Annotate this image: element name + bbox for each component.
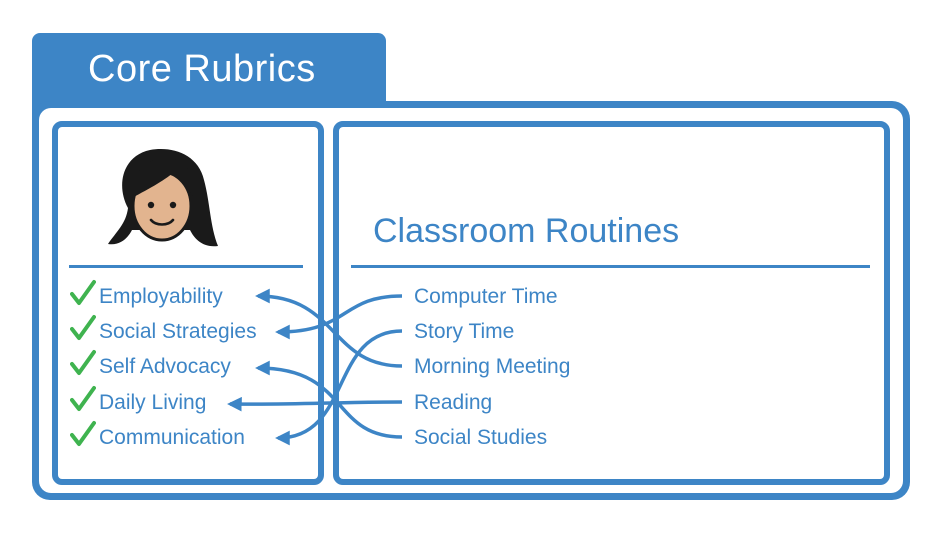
rubric-label: Communication xyxy=(99,426,245,449)
green-checkmark-icon xyxy=(70,386,96,411)
rubric-label: Daily Living xyxy=(99,391,207,414)
green-checkmark-icon xyxy=(70,315,96,340)
rubric-label: Social Strategies xyxy=(99,320,257,343)
routine-item-social-studies: Social Studies xyxy=(414,426,548,449)
routine-item-story-time: Story Time xyxy=(414,320,515,343)
routines-panel xyxy=(333,121,890,485)
routine-item-computer-time: Computer Time xyxy=(414,285,558,308)
rubric-item-daily-living: Daily Living xyxy=(70,386,300,418)
routines-title: Classroom Routines xyxy=(373,212,680,250)
rubric-item-self-advocacy: Self Advocacy xyxy=(70,350,300,382)
routine-item-morning-meeting: Morning Meeting xyxy=(414,355,571,378)
rubric-item-employability: Employability xyxy=(70,280,300,312)
routines-divider xyxy=(351,265,870,268)
green-checkmark-icon xyxy=(70,280,96,305)
rubrics-divider xyxy=(69,265,303,268)
page-title: Core Rubrics xyxy=(88,48,316,90)
green-checkmark-icon xyxy=(70,350,96,375)
green-checkmark-icon xyxy=(70,421,96,446)
student-face-icon xyxy=(108,149,218,247)
rubric-item-communication: Communication xyxy=(70,421,300,453)
rubric-label: Employability xyxy=(99,285,223,308)
routine-item-reading: Reading xyxy=(414,391,493,414)
rubric-label: Self Advocacy xyxy=(99,355,231,378)
rubric-list: Employability Social Strategies Self Adv… xyxy=(70,0,310,534)
rubric-item-social-strategies: Social Strategies xyxy=(70,315,300,347)
routine-list: Computer Time Story Time Morning Meeting… xyxy=(414,0,714,534)
